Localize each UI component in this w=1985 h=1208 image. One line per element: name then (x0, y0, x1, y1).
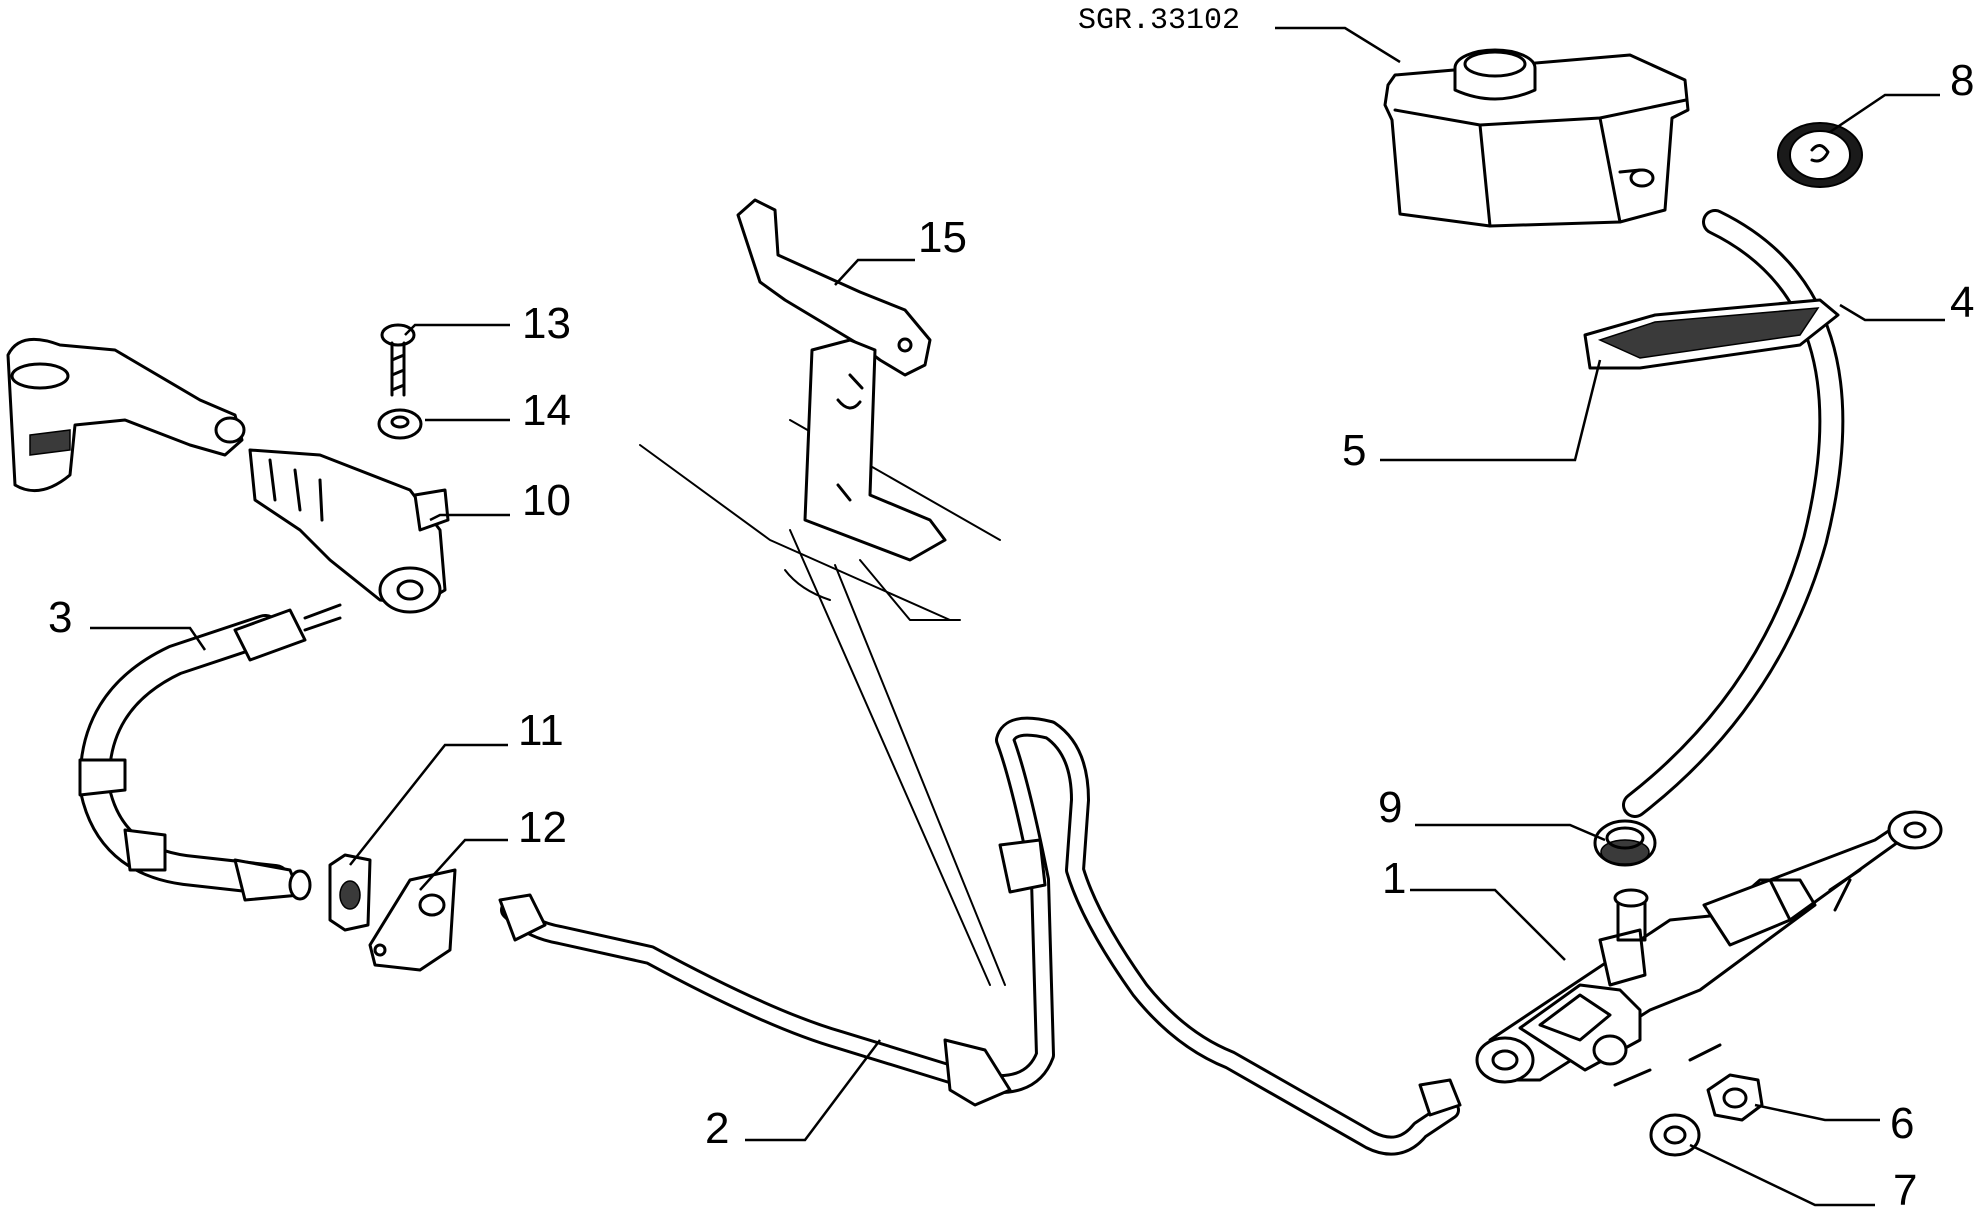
callout-label-1: 1 (1382, 854, 1406, 903)
callout-label-10: 10 (522, 476, 571, 525)
callout-label-11: 11 (518, 706, 564, 755)
callout-label-5: 5 (1342, 426, 1366, 475)
mounting-bracket (736, 198, 947, 562)
release-lever (6, 337, 246, 493)
callout-label-15: 15 (918, 213, 967, 262)
callout-label-8: 8 (1950, 56, 1974, 105)
pipe-clip (328, 853, 372, 932)
callout-label-13: 13 (522, 299, 571, 348)
callout-label-2: 2 (705, 1104, 729, 1153)
callout-label-12: 12 (518, 803, 567, 852)
callout-label-9: 9 (1378, 783, 1402, 832)
clutch-master-cylinder (1475, 810, 1943, 1087)
rigid-pipe (498, 716, 1462, 1156)
nut (1706, 1073, 1764, 1122)
heat-shield (1583, 298, 1840, 370)
reference-code-label: SGR.33102 (1078, 4, 1240, 38)
callout-label-4: 4 (1950, 278, 1974, 327)
leader-lines (90, 26, 1945, 1207)
callout-label-7: 7 (1893, 1166, 1917, 1208)
washer (1649, 1113, 1701, 1157)
sealing-washer (377, 408, 423, 440)
fluid-reservoir (1383, 48, 1690, 228)
flexible-hose (78, 603, 342, 902)
slave-cylinder (248, 448, 450, 614)
grommet (1777, 122, 1863, 188)
callout-label-3: 3 (48, 593, 72, 642)
hose-clip (1593, 819, 1657, 867)
reservoir-hose (1622, 209, 1845, 818)
callout-label-14: 14 (522, 386, 571, 435)
pipe-bracket (368, 868, 457, 972)
callout-label-6: 6 (1890, 1099, 1914, 1148)
bleed-bolt (380, 323, 416, 397)
